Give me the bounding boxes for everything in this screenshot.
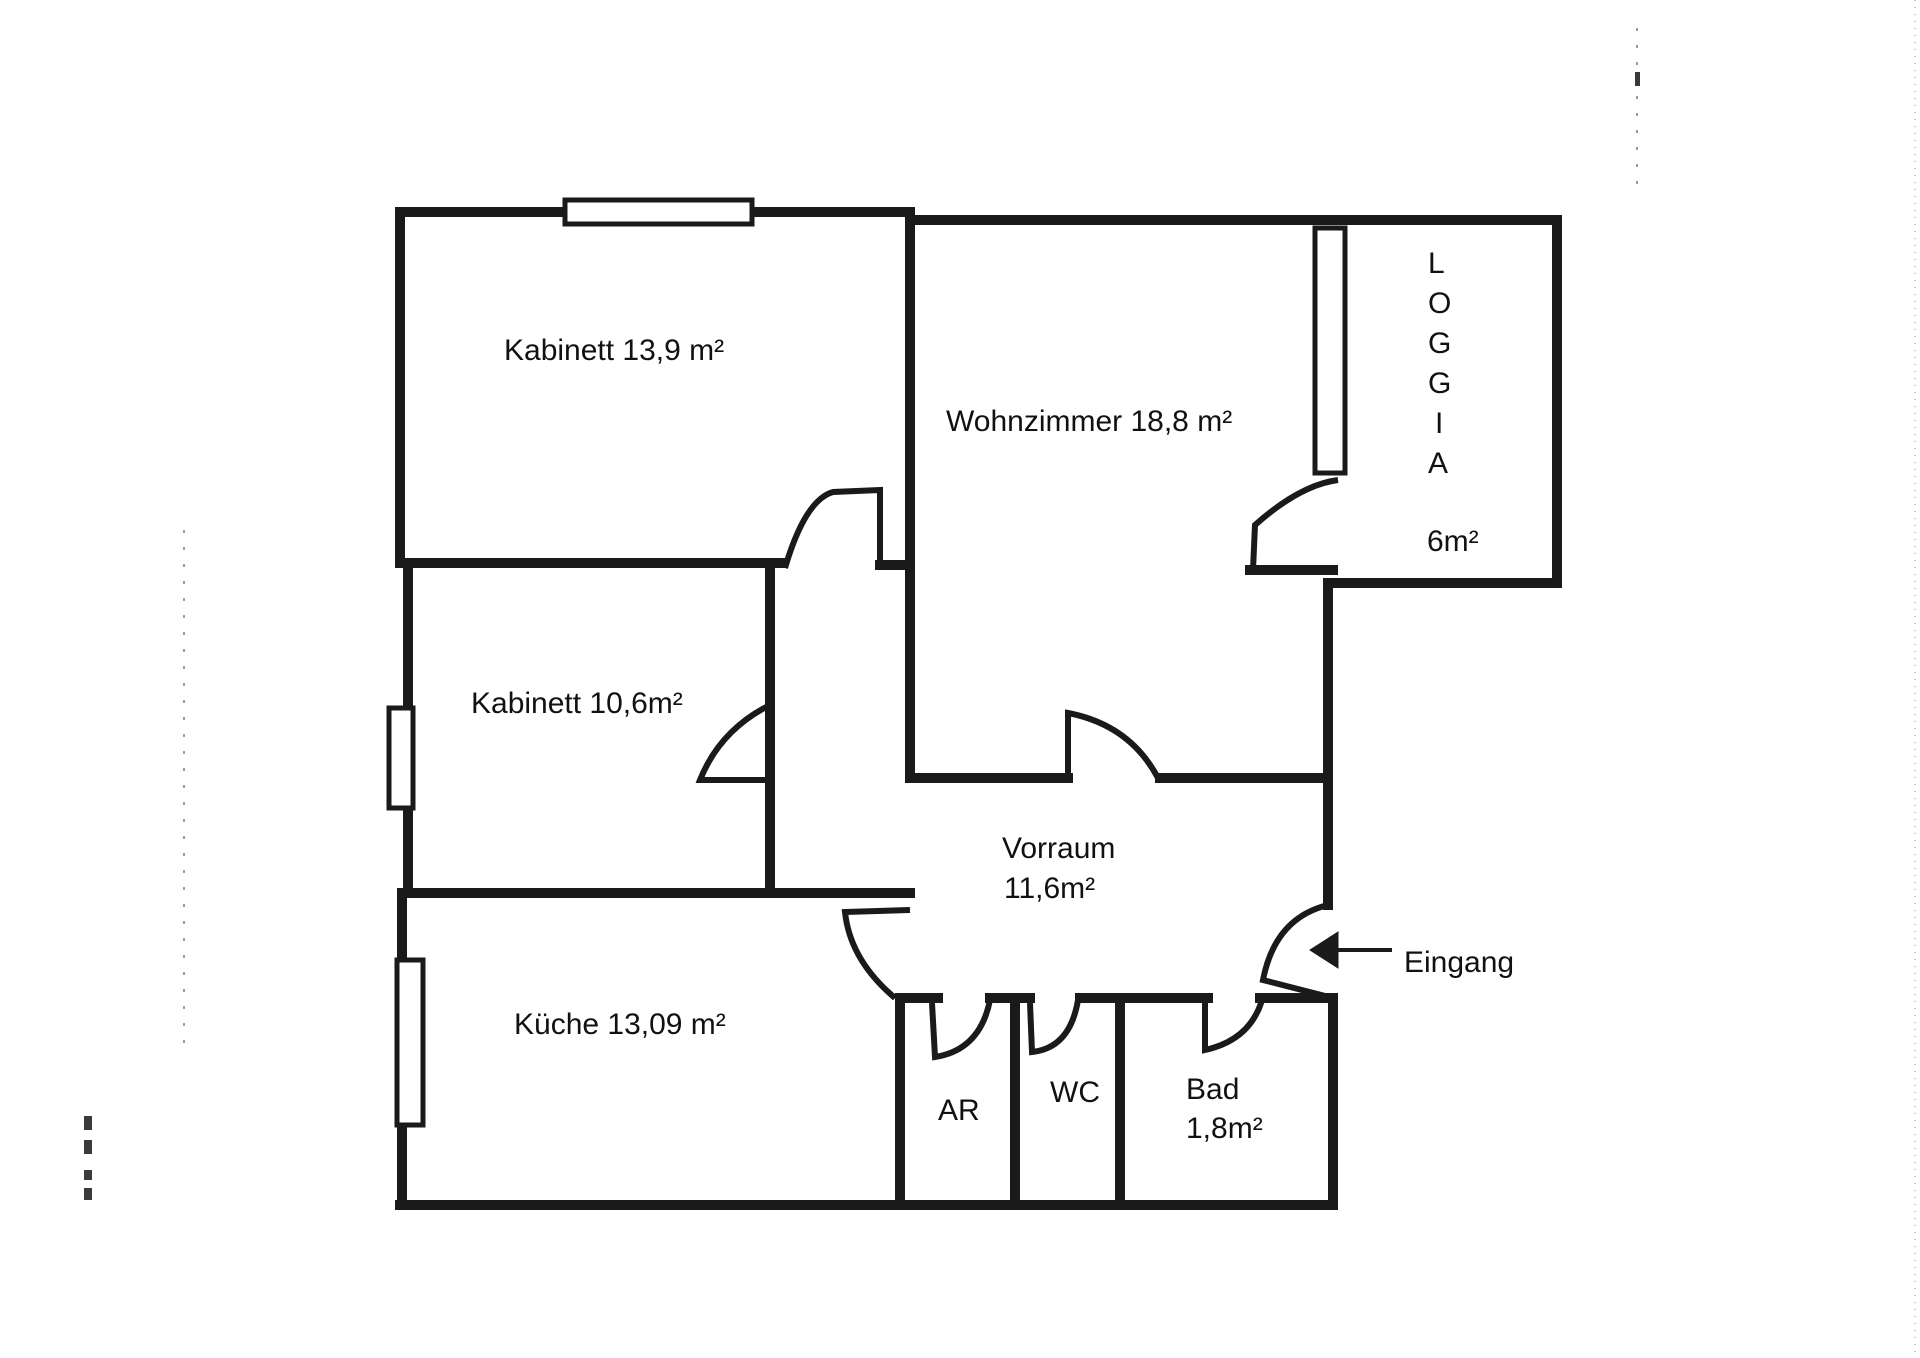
window-wohnzimmer <box>1312 225 1348 476</box>
scan-marks <box>84 72 1640 1200</box>
door-kabinett1 <box>782 486 883 569</box>
scan-mark-2 <box>84 1140 92 1154</box>
door-wohnzimmer <box>1065 709 1161 780</box>
room-label-wohnzimmer: Wohnzimmer 18,8 m² <box>946 405 1232 438</box>
loggia-letter-1: L <box>1428 247 1445 280</box>
entrance-arrow <box>1309 931 1392 969</box>
door-bad <box>1202 999 1265 1054</box>
entrance-label: Eingang <box>1404 946 1514 979</box>
scan-mark-5 <box>1635 72 1640 86</box>
loggia-letter-3: G <box>1428 327 1451 360</box>
room-area-bad: 1,8m² <box>1186 1112 1263 1145</box>
room-area-loggia: 6m² <box>1427 525 1479 558</box>
doors <box>695 477 1339 1061</box>
room-label-loggia: L O G G I A <box>1428 247 1451 480</box>
loggia-letter-6: A <box>1428 447 1448 480</box>
scan-artifacts <box>183 0 1916 1358</box>
room-label-kueche: Küche 13,09 m² <box>514 1008 726 1041</box>
walls <box>395 207 1562 1210</box>
door-entrance <box>1259 902 1334 1001</box>
door-wc <box>1027 999 1081 1056</box>
room-label-ar: AR <box>938 1094 980 1127</box>
loggia-letter-4: G <box>1428 367 1451 400</box>
room-area-vorraum: 11,6m² <box>1004 872 1095 905</box>
loggia-letter-5: I <box>1435 407 1443 440</box>
windows <box>386 197 1348 1128</box>
door-kueche <box>841 907 911 1001</box>
scan-mark-3 <box>84 1170 92 1180</box>
room-label-bad: Bad <box>1186 1073 1239 1106</box>
scan-mark-1 <box>84 1116 92 1130</box>
window-kabinett2 <box>386 705 416 811</box>
room-label-vorraum: Vorraum <box>1002 832 1115 865</box>
door-kabinett2 <box>695 702 772 783</box>
room-label-kabinett-1: Kabinett 13,9 m² <box>504 334 724 367</box>
scan-mark-4 <box>84 1188 92 1200</box>
door-ar <box>929 999 993 1061</box>
entrance-arrow-head <box>1309 931 1339 969</box>
window-kabinett1 <box>562 197 755 227</box>
window-kueche <box>394 957 426 1128</box>
door-loggia <box>1250 477 1339 571</box>
loggia-letter-2: O <box>1428 287 1451 320</box>
room-label-kabinett-2: Kabinett 10,6m² <box>471 687 683 720</box>
room-label-wc: WC <box>1050 1076 1100 1109</box>
